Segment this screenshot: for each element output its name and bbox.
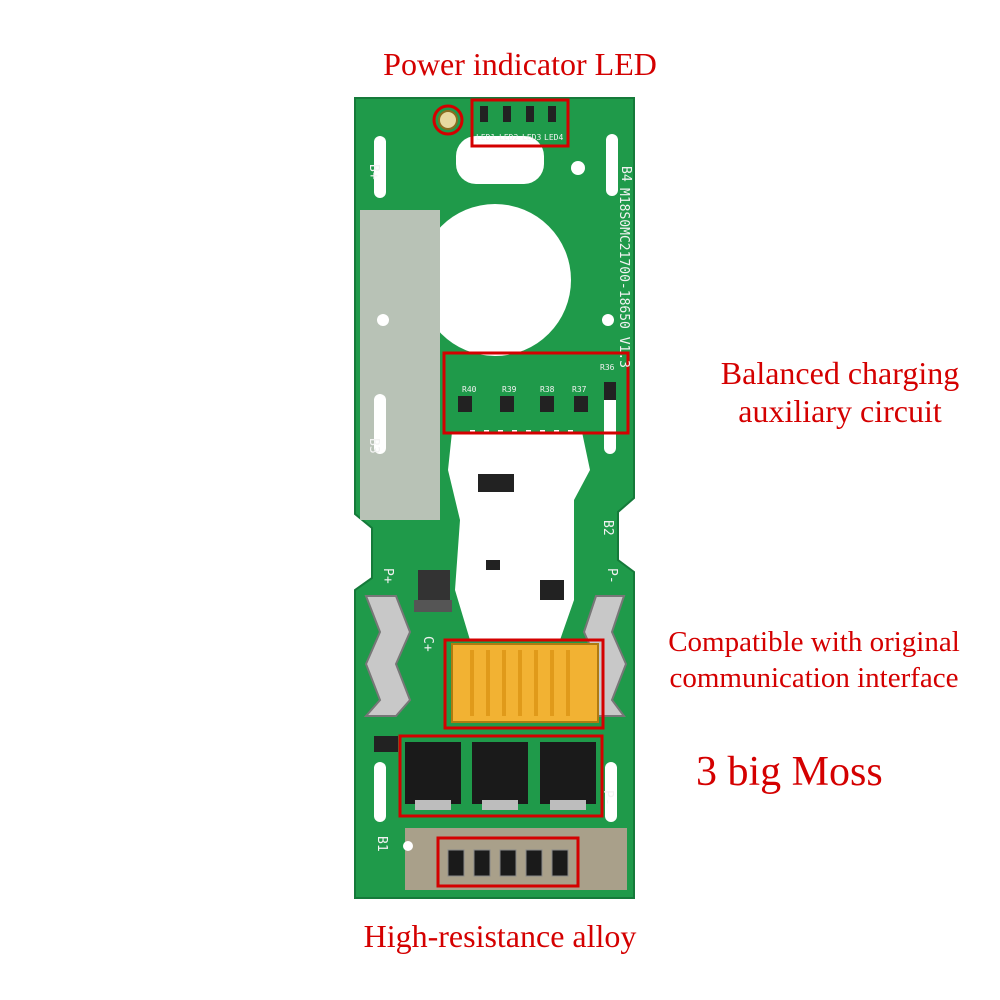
- r36-label: R36: [600, 363, 615, 372]
- pad-c-plus: C+: [420, 636, 435, 652]
- led3-label: LED3: [522, 133, 541, 142]
- r38-label: R38: [540, 385, 555, 394]
- pad-b3: B3: [366, 438, 381, 454]
- alloy-label: High-resistance alloy: [363, 918, 637, 954]
- communication-connector: [451, 643, 599, 723]
- shunt-resistors: [447, 849, 569, 877]
- compatible-interface-label: Compatible with original communication i…: [628, 624, 1000, 696]
- r39-label: R39: [502, 385, 517, 394]
- balanced-charging-label: Balanced charging auxiliary circuit: [680, 354, 1000, 430]
- pad-b4: B4: [618, 166, 633, 182]
- pad-p-plus: P+: [380, 568, 395, 584]
- led-row-highlight: [470, 98, 570, 148]
- center-cutout: [448, 432, 590, 640]
- r40-label: R40: [462, 385, 477, 394]
- highlight-boxes: [398, 98, 630, 888]
- power-led-label: Power indicator LED: [383, 46, 657, 82]
- pad-p-minus: P-: [604, 568, 619, 584]
- compatible-interface-line-2: communication interface: [669, 662, 959, 694]
- terminal-left: [363, 595, 412, 717]
- mosfet-1: [405, 742, 461, 810]
- led1-label: LED1: [476, 133, 495, 142]
- pad-b1: B1: [374, 836, 389, 852]
- mosfet-highlight: [398, 734, 604, 818]
- pad-b2: B2: [600, 520, 615, 536]
- board-model-text: M18S0MC21700-18650 V1.3: [616, 188, 631, 368]
- led2-label: LED2: [499, 133, 518, 142]
- balanced-charging-line-2: auxiliary circuit: [738, 393, 942, 429]
- compatible-interface-line-1: Compatible with original: [668, 626, 960, 658]
- connector-highlight: [443, 638, 605, 730]
- power-led-highlight: [432, 104, 464, 136]
- balancing-resistors: R40 R39 R38 R37 R36: [458, 363, 616, 412]
- header-pins: [470, 430, 573, 440]
- r37-label: R37: [572, 385, 587, 394]
- large-cutout: [419, 204, 571, 356]
- mosfet-2: [472, 742, 528, 810]
- shunt-highlight: [436, 836, 580, 888]
- moss-label: 3 big Moss: [696, 749, 883, 795]
- mosfet-3: [540, 742, 596, 810]
- balancing-highlight: [442, 351, 630, 435]
- pad-b-plus: B+: [366, 164, 381, 180]
- tinned-pad-left: [360, 210, 440, 520]
- balanced-charging-line-1: Balanced charging: [720, 355, 960, 391]
- top-slot: [456, 136, 544, 184]
- pad-p-minus-2: P-: [600, 790, 615, 806]
- power-led-component: [438, 110, 458, 130]
- led4-label: LED4: [544, 133, 563, 142]
- led-row: LED1 LED2 LED3 LED4: [476, 106, 563, 142]
- connector-pins: [470, 650, 570, 716]
